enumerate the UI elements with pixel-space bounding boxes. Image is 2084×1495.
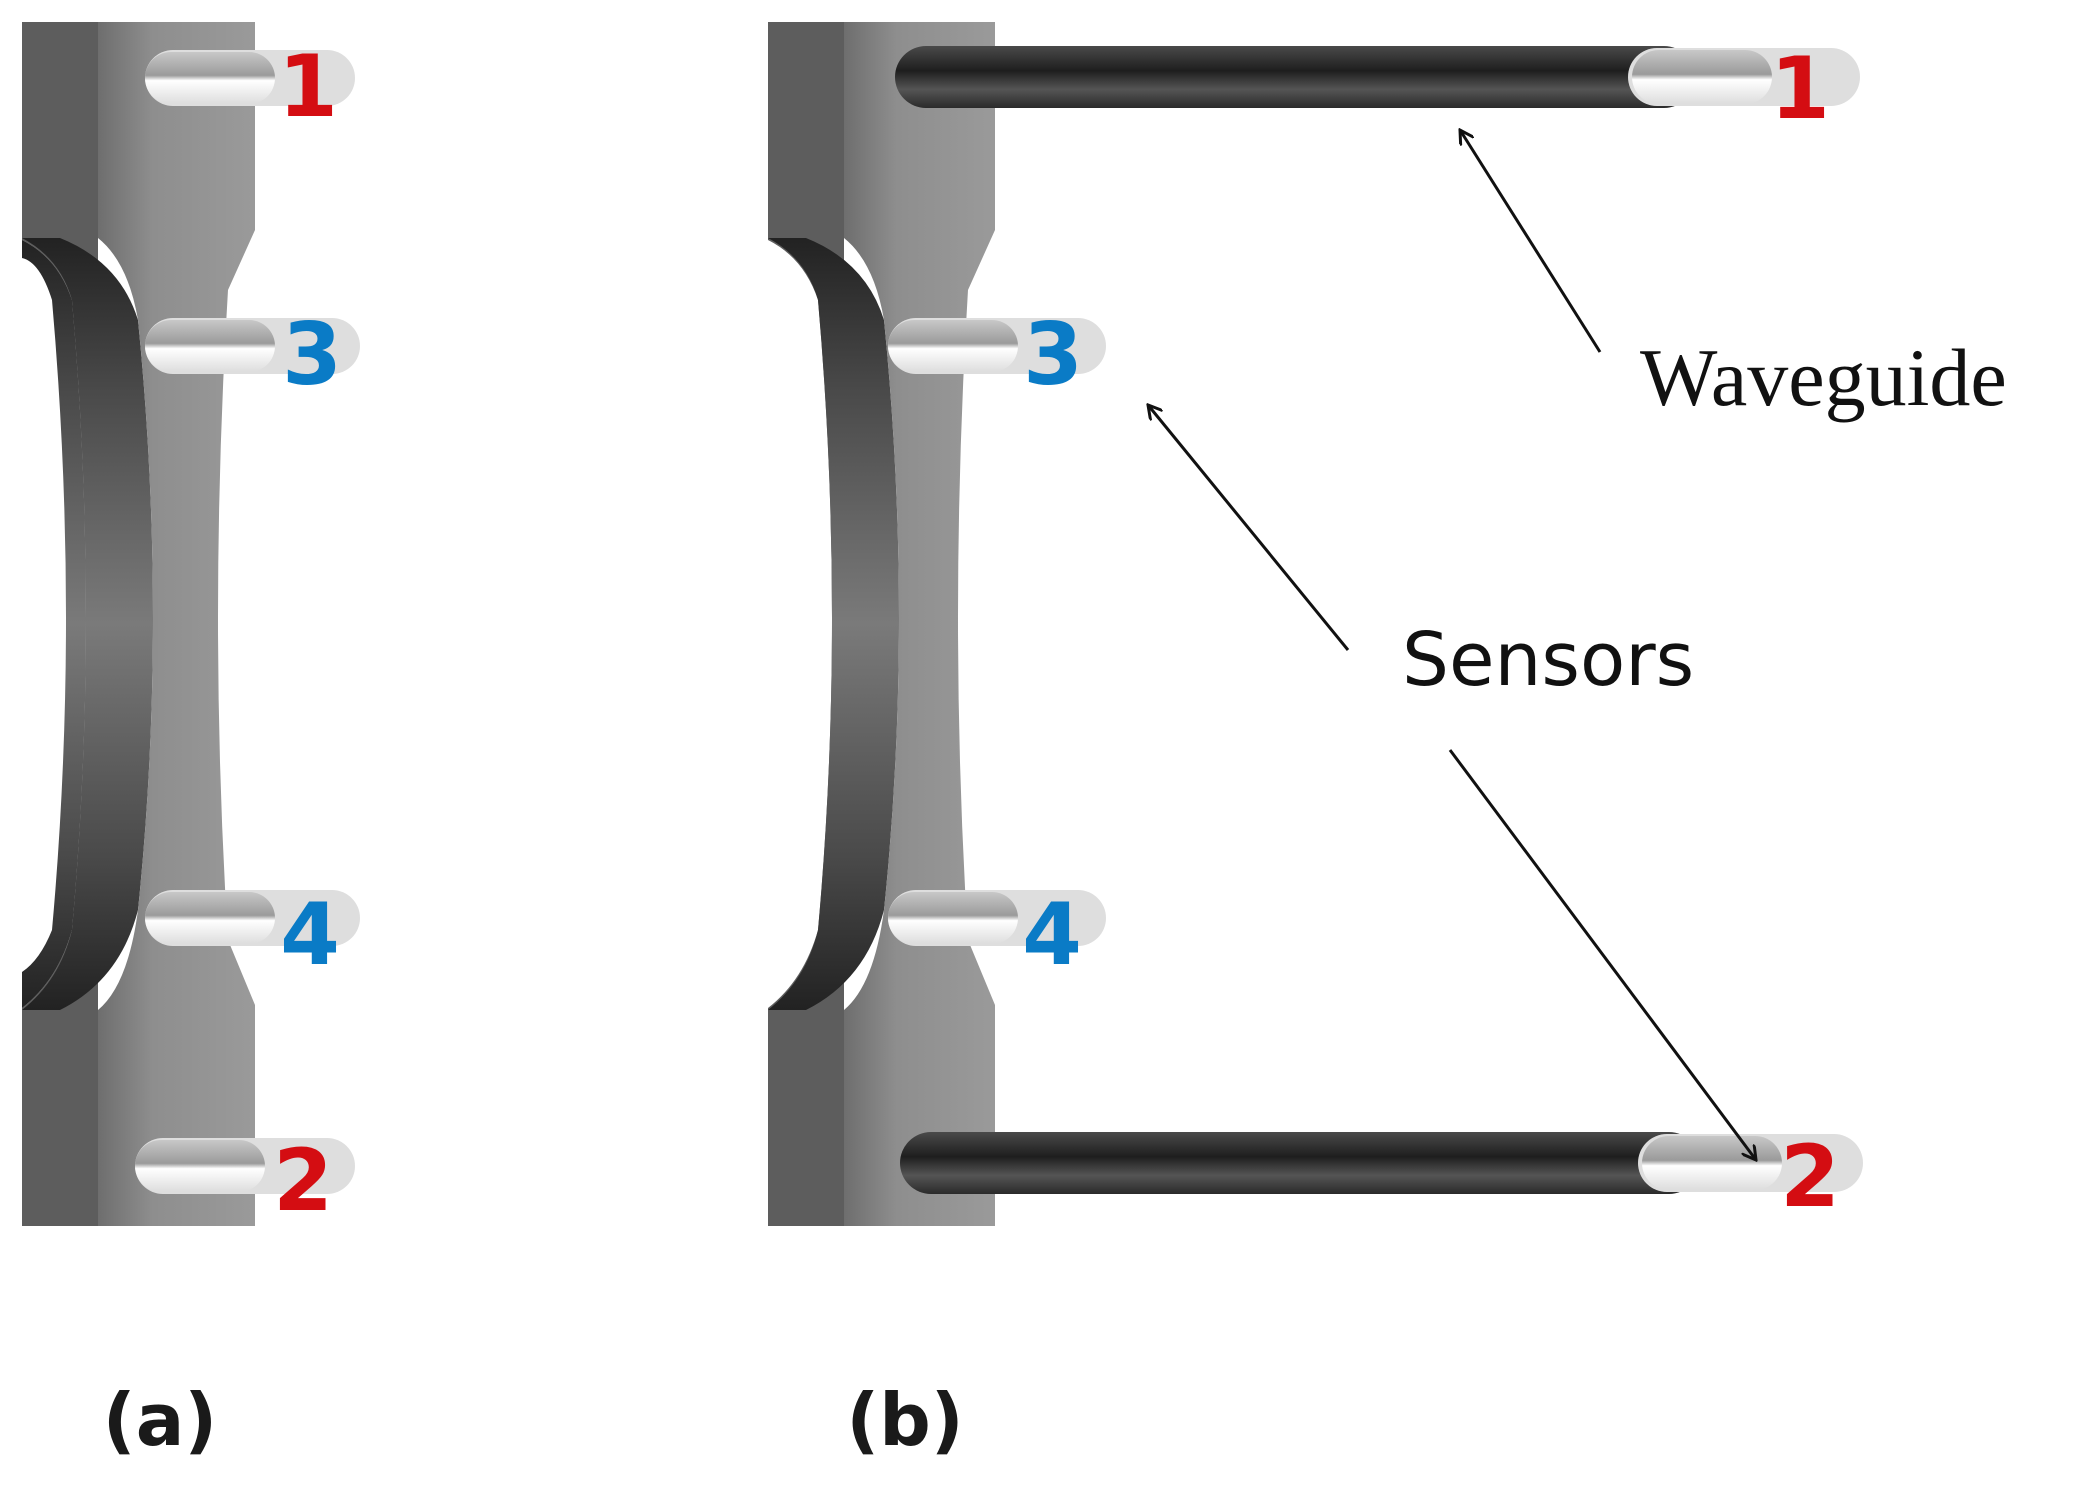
- sensors-label: Sensors: [1402, 617, 1694, 703]
- sensor-number: 4: [280, 885, 340, 985]
- waveguide-label: Waveguide: [1640, 332, 2007, 423]
- panel-label-b: (b): [846, 1378, 963, 1462]
- sensor-number: 3: [1023, 305, 1083, 405]
- sensor-b-3: 3: [888, 305, 1106, 405]
- waveguide-2: 2: [900, 1127, 1863, 1227]
- sensor-number: 2: [273, 1131, 333, 1231]
- panel-b: 1 3 4 2 (b): [768, 22, 1863, 1462]
- sensor-number: 3: [282, 305, 342, 405]
- sensor-number: 1: [1770, 39, 1830, 139]
- sensor-number: 1: [278, 37, 338, 137]
- sensor-number: 2: [1780, 1127, 1840, 1227]
- panel-a: 1 3 4 2 (a): [22, 22, 360, 1462]
- specimen-b: [768, 22, 995, 1226]
- sensor-a-3: 3: [145, 305, 360, 405]
- sensor-a-1: 1: [145, 37, 355, 137]
- waveguide-arrow: [1460, 130, 1602, 353]
- sensor-a-4: 4: [145, 885, 360, 985]
- annotations: Waveguide Sensors: [1148, 130, 2007, 1160]
- waveguide-1: 1: [895, 39, 1860, 139]
- sensors-arrow-up: [1148, 405, 1350, 651]
- sensor-b-4: 4: [888, 885, 1106, 985]
- specimen-a: [22, 22, 255, 1226]
- panel-label-a: (a): [103, 1378, 217, 1462]
- sensors-arrow-down: [1448, 749, 1756, 1160]
- sensor-number: 4: [1022, 885, 1082, 985]
- sensor-a-2: 2: [135, 1131, 355, 1231]
